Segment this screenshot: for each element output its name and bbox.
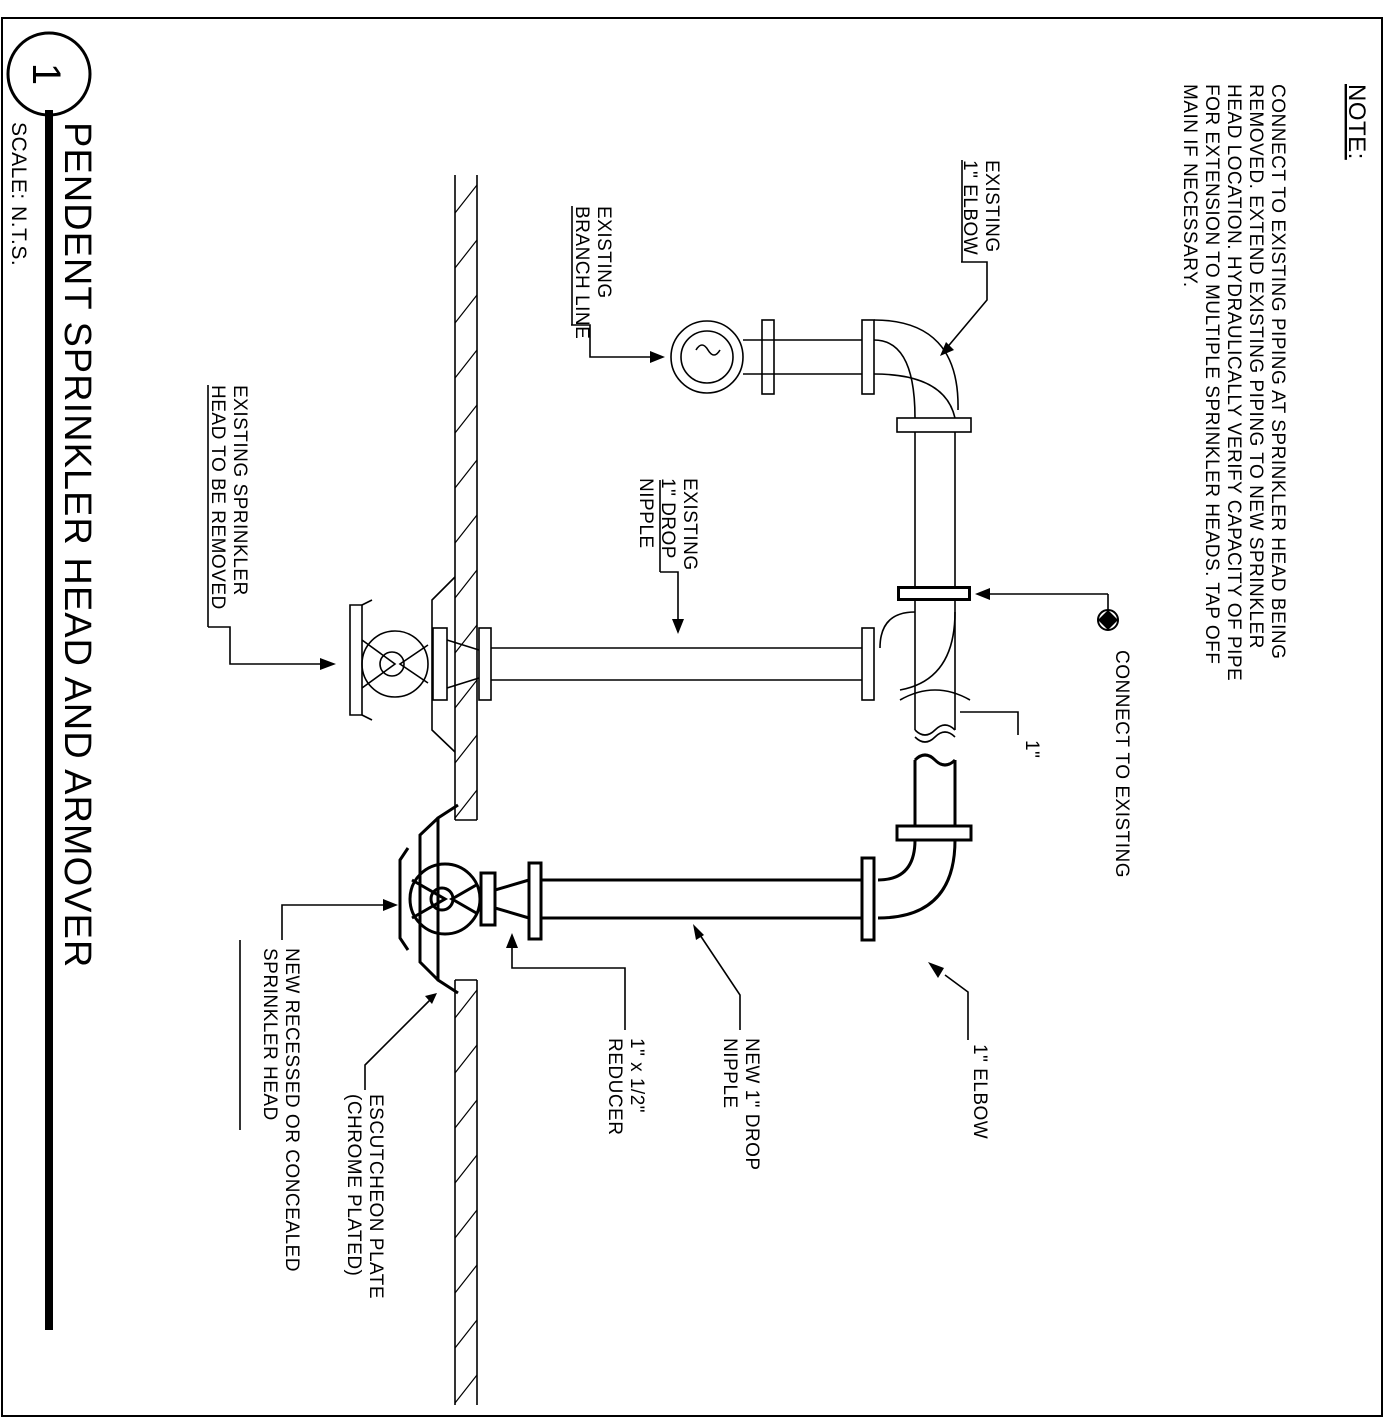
label-reducer-1: 1" x 1/2" xyxy=(626,1038,647,1113)
new-piping xyxy=(398,753,973,995)
hatch-line xyxy=(454,989,478,1019)
branch-line-inner xyxy=(680,330,734,384)
label-existing-elbow-1: EXISTING xyxy=(981,160,1002,253)
general-note: NOTE: CONNECT TO EXISTING PIPING AT SPRI… xyxy=(1179,84,1370,681)
hatch-line xyxy=(454,184,478,214)
hatch-line xyxy=(454,624,478,654)
title-block: 1 PENDENT SPRINKLER HEAD AND ARMOVER SCA… xyxy=(6,31,98,1330)
hatch-line xyxy=(454,679,478,709)
label-existing-drop-1: EXISTING xyxy=(679,478,700,571)
hatch-line xyxy=(454,1099,478,1129)
sheet-border xyxy=(1,17,1383,1417)
label-existing-drop-3: NIPPLE xyxy=(635,478,656,549)
hatch-line xyxy=(454,1154,478,1184)
label-existing-drop-2: 1" DROP xyxy=(657,478,678,559)
hatch-line xyxy=(454,349,478,379)
label-escutcheon-2: (CHROME PLATED) xyxy=(343,1094,364,1276)
detail-title: PENDENT SPRINKLER HEAD AND ARMOVER xyxy=(56,122,98,968)
hatch-line xyxy=(454,239,478,269)
hatch-line xyxy=(454,1209,478,1239)
label-pipe-size: 1" xyxy=(1021,740,1042,758)
ceiling xyxy=(454,175,478,1405)
connection-symbol xyxy=(975,588,1119,631)
label-new-head-2: SPRINKLER HEAD xyxy=(259,948,280,1121)
hatch-line xyxy=(454,734,478,764)
note-line-4: FOR EXTENSION TO MULTIPLE SPRINKLER HEAD… xyxy=(1201,84,1222,664)
hatch-line xyxy=(454,1264,478,1294)
detail-scale: SCALE: N.T.S. xyxy=(7,122,30,266)
hatch-line xyxy=(454,1374,478,1404)
hatch-line xyxy=(454,789,478,819)
label-connect: CONNECT TO EXISTING xyxy=(1111,650,1132,878)
label-existing-head-2: HEAD TO BE REMOVED xyxy=(207,385,228,610)
note-line-1: CONNECT TO EXISTING PIPING AT SPRINKLER … xyxy=(1267,84,1288,659)
label-escutcheon-1: ESCUTCHEON PLATE xyxy=(365,1094,386,1299)
note-line-5: MAIN IF NECESSARY. xyxy=(1179,84,1200,288)
note-heading: NOTE: xyxy=(1343,84,1370,160)
hatch-line xyxy=(454,294,478,324)
label-new-elbow: 1" ELBOW xyxy=(969,1044,990,1139)
label-new-head-1: NEW RECESSED OR CONCEALED xyxy=(281,948,302,1272)
branch-line-outer xyxy=(670,320,744,394)
hatch-line xyxy=(454,514,478,544)
detail-number: 1 xyxy=(24,63,68,85)
callouts: EXISTING 1" ELBOW EXISTING BRANCH LINE E… xyxy=(207,160,1132,1299)
leaders xyxy=(208,261,1019,1090)
label-new-drop-1: NEW 1" DROP xyxy=(741,1038,762,1171)
hatch-line xyxy=(454,1319,478,1349)
note-line-3: HEAD LOCATION. HYDRAULICALLY VERIFY CAPA… xyxy=(1223,84,1244,681)
existing-piping xyxy=(349,319,972,753)
hatch-line xyxy=(454,459,478,489)
hatch-line xyxy=(454,569,478,599)
label-existing-branch-2: BRANCH LINE xyxy=(571,206,592,339)
label-existing-head-1: EXISTING SPRINKLER xyxy=(229,385,250,596)
label-reducer-2: REDUCER xyxy=(604,1038,625,1135)
label-existing-branch-1: EXISTING xyxy=(593,206,614,299)
hatch-line xyxy=(454,1044,478,1074)
hatch-line xyxy=(454,404,478,434)
title-underline xyxy=(45,110,53,1330)
label-existing-elbow-2: 1" ELBOW xyxy=(959,160,980,255)
ceiling-hatch xyxy=(454,184,478,1404)
label-new-drop-2: NIPPLE xyxy=(719,1038,740,1109)
note-line-2: REMOVED. EXTEND EXISTING PIPING TO NEW S… xyxy=(1245,84,1266,649)
